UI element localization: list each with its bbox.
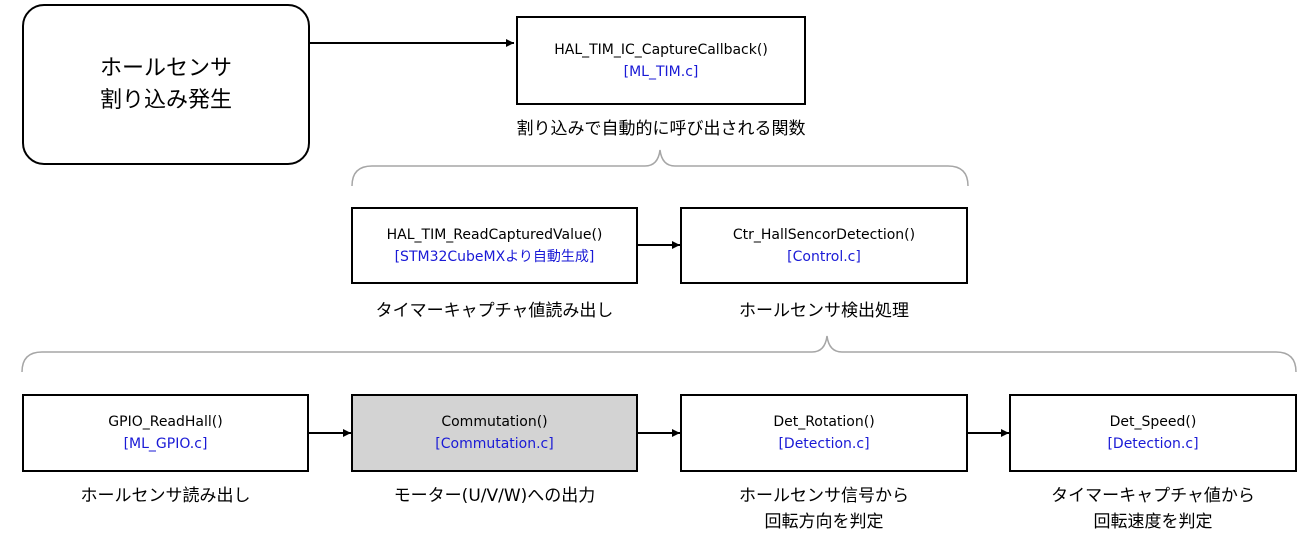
commutation-caption: モーター(U/V/W)への出力 (351, 483, 638, 509)
callback-function: HAL_TIM_IC_CaptureCallback() (554, 41, 768, 58)
callback-node: HAL_TIM_IC_CaptureCallback() [ML_TIM.c] (516, 16, 806, 105)
node-file: [Control.c] (787, 248, 861, 265)
callback-file: [ML_TIM.c] (623, 63, 699, 80)
node-function: Commutation() (441, 414, 548, 430)
caption-line1: ホールセンサ信号から (739, 486, 909, 506)
caption-line1: ホールセンサ読み出し (80, 486, 251, 506)
node-file: [Commutation.c] (435, 436, 554, 452)
rotation-node: Det_Rotation() [Detection.c] (680, 394, 968, 472)
callback-caption: 割り込みで自動的に呼び出される関数 (516, 119, 806, 139)
node-file: [STM32CubeMXより自動生成] (394, 248, 595, 265)
brace-hallsensor-children (21, 335, 1297, 373)
node-function: HAL_TIM_ReadCapturedValue() (386, 226, 603, 243)
interrupt-start-node: ホールセンサ 割り込み発生 (22, 4, 310, 165)
caption-line1: モーター(U/V/W)への出力 (393, 486, 596, 506)
readhall-node: GPIO_ReadHall() [ML_GPIO.c] (22, 394, 309, 472)
commutation-node: Commutation() [Commutation.c] (351, 394, 638, 472)
rotation-caption: ホールセンサ信号から 回転方向を判定 (680, 483, 968, 535)
hallsensordetection-node: Ctr_HallSencorDetection() [Control.c] (680, 207, 968, 284)
caption-line2: 回転方向を判定 (764, 512, 884, 532)
node-function: Ctr_HallSencorDetection() (732, 226, 916, 243)
speed-node: Det_Speed() [Detection.c] (1009, 394, 1297, 472)
node-function: Det_Rotation() (773, 414, 875, 430)
caption-line2: 回転速度を判定 (1093, 512, 1213, 532)
hallsensordetection-caption: ホールセンサ検出処理 (739, 301, 909, 321)
readhall-caption: ホールセンサ読み出し (22, 483, 309, 509)
start-line2: 割り込み発生 (99, 87, 232, 113)
node-file: [Detection.c] (1107, 436, 1199, 452)
caption-line1: タイマーキャプチャ値から (1051, 486, 1255, 506)
readcapturedvalue-caption: タイマーキャプチャ値読み出し (375, 301, 614, 321)
node-file: [ML_GPIO.c] (123, 436, 208, 452)
readcapturedvalue-node: HAL_TIM_ReadCapturedValue() [STM32CubeMX… (351, 207, 638, 284)
node-file: [Detection.c] (778, 436, 870, 452)
node-function: GPIO_ReadHall() (108, 414, 223, 430)
speed-caption: タイマーキャプチャ値から 回転速度を判定 (1009, 483, 1297, 535)
node-function: Det_Speed() (1109, 414, 1197, 430)
brace-callback-children (351, 149, 969, 187)
start-line1: ホールセンサ (99, 55, 232, 81)
